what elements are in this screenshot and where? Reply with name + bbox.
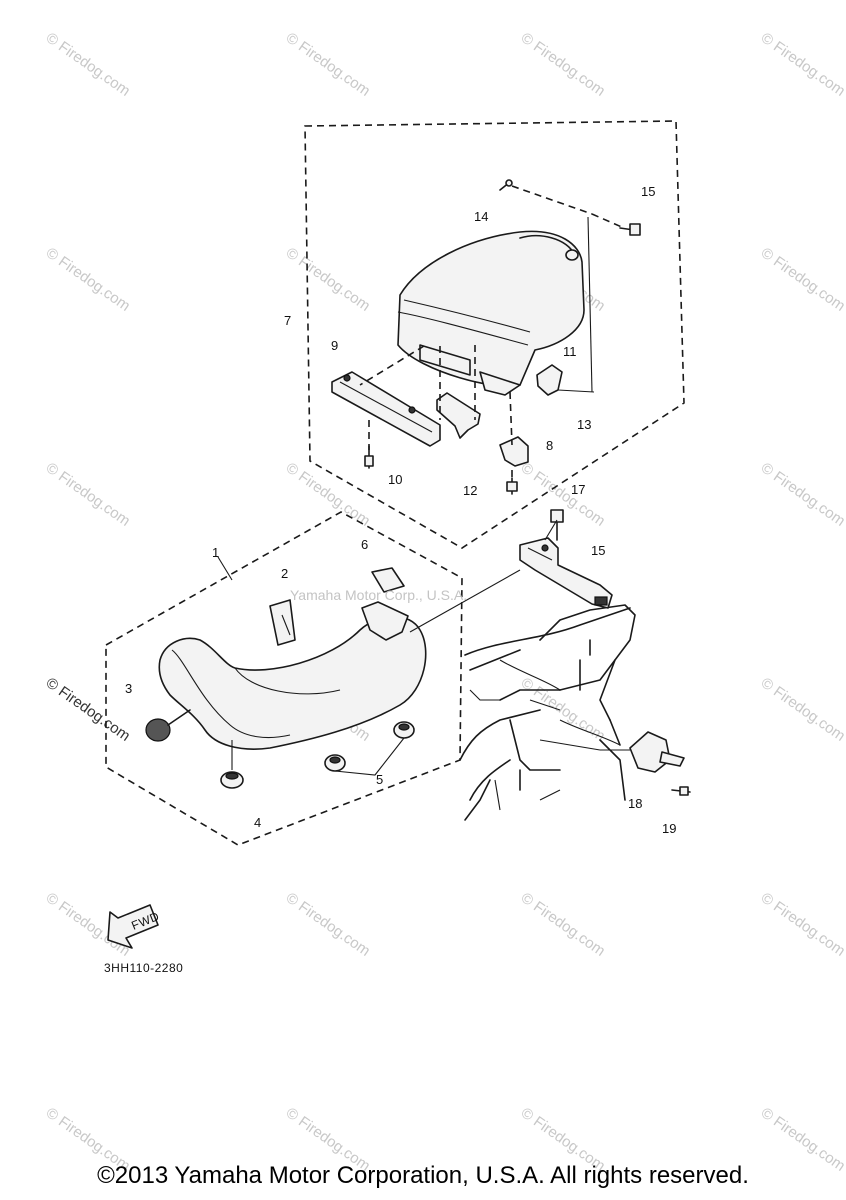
watermark-text: © Firedog.com [518,889,609,959]
seat-bracket-9 [331,371,441,447]
watermark-text: © Firedog.com [283,29,374,99]
fwd-arrow-icon: FWD [107,904,161,949]
seat-hook [361,601,409,641]
callout-14: 14 [474,209,488,224]
watermark-text: © Firedog.com [283,244,374,314]
bolt-15-upper [619,223,641,236]
callout-7: 7 [284,313,291,328]
callout-5: 5 [376,772,383,787]
pin-14 [499,179,513,191]
callout-18: 18 [628,796,642,811]
bolt-19 [671,786,691,796]
watermark-text: © Firedog.com [758,459,846,529]
damper-5a [324,754,346,772]
damper-4 [220,740,244,789]
watermark-text: © Firedog.com [43,29,134,99]
watermark-text: © Firedog.com [758,674,846,744]
seat-lock-bracket-16 [519,537,613,609]
watermark-text: © Firedog.com [758,244,846,314]
bolt-17 [550,509,564,541]
callout-15-lower: 15 [591,543,605,558]
watermark-text: © Firedog.com [283,889,374,959]
callout-17: 17 [571,482,585,497]
main-seat [158,599,427,750]
seat-hook-bracket [436,392,481,439]
watermark-text: © Firedog.com [758,889,846,959]
damper-5b [393,721,415,739]
callout-8: 8 [546,438,553,453]
callout-11: 11 [563,344,577,359]
bolt-12 [506,477,518,495]
damper-6 [371,567,405,593]
damper-3 [145,709,191,742]
center-watermark: Yamaha Motor Corp., U.S.A. [290,587,467,603]
frame-section [459,604,636,821]
callout-2: 2 [281,566,288,581]
tandem-seat [397,230,585,396]
watermark-text: © Firedog.com [43,674,134,744]
callout-15-upper: 15 [641,184,655,199]
diagram-code: 3HH110-2280 [104,961,183,975]
seat-lock-18 [629,731,685,773]
copyright-notice: ©2013 Yamaha Motor Corporation, U.S.A. A… [97,1162,749,1189]
watermark-text: © Firedog.com [518,29,609,99]
callout-layer: 1 2 3 4 5 6 7 8 9 10 11 12 13 14 15 15 1… [125,184,676,836]
tandem-seat-group-box [304,120,685,549]
callout-13: 13 [577,417,591,432]
callout-1: 1 [212,545,219,560]
callout-19: 19 [662,821,676,836]
callout-6: 6 [361,537,368,552]
callout-9: 9 [331,338,338,353]
watermark-text: © Firedog.com [43,244,134,314]
callout-4: 4 [254,815,261,830]
watermark-text: © Firedog.com [43,459,134,529]
callout-12: 12 [463,483,477,498]
bracket-8 [499,436,529,467]
callout-10: 10 [388,472,402,487]
callout-3: 3 [125,681,132,696]
watermark-text: © Firedog.com [758,29,846,99]
